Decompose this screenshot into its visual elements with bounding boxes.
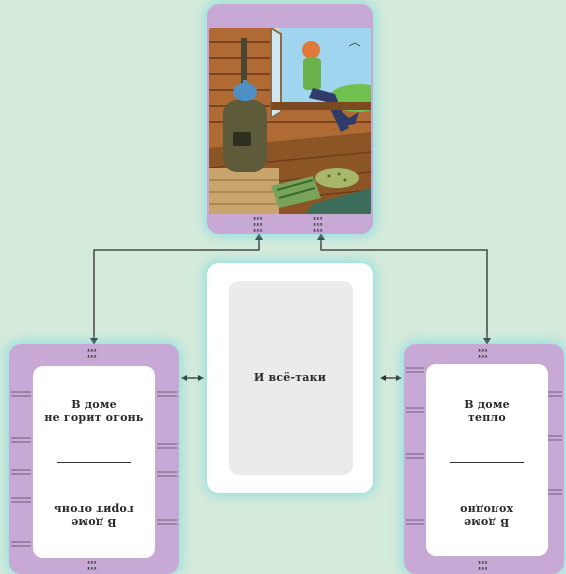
left-card-pattern [11,391,177,547]
card-glyph-top-right: ᴥᴥᴥ ᴥᴥᴥ ᴥᴥᴥ [313,215,323,234]
right-card-glyph-top: ᴥᴥᴥ ᴥᴥᴥ [478,347,488,360]
left-card[interactable]: ᴥᴥᴥ ᴥᴥᴥ ᴥᴥᴥ ᴥᴥᴥ В доме не горит огонь В … [9,344,179,574]
left-card-glyph-bottom: ᴥᴥᴥ ᴥᴥᴥ [87,559,97,572]
left-card-inner: В доме не горит огонь В доме горит огонь [33,366,155,558]
right-card-inner: В доме тепло В доме холодно [426,364,548,556]
right-card-top-text: В доме тепло [464,398,510,424]
connector-top-to-left [93,236,260,342]
card-glyph-top-left: ᴥᴥᴥ ᴥᴥᴥ ᴥᴥᴥ [253,215,263,234]
right-card-bottom-text: В доме холодно [460,503,514,529]
left-card-top-text: В доме не горит огонь [44,398,144,424]
center-card-text: И всё-таки [253,371,327,384]
right-card-glyph-bottom: ᴥᴥᴥ ᴥᴥᴥ [478,559,488,572]
right-card-divider [450,462,524,463]
left-card-bottom-text: В доме горит огонь [54,503,134,529]
right-card-pattern [406,367,562,525]
connector-top-to-right [320,236,488,342]
center-card[interactable]: И всё-таки [207,263,373,493]
right-card[interactable]: ᴥᴥᴥ ᴥᴥᴥ ᴥᴥᴥ ᴥᴥᴥ В доме тепло В доме холо… [404,344,564,574]
left-card-glyph-top: ᴥᴥᴥ ᴥᴥᴥ [87,347,97,360]
room-illustration [209,28,371,214]
center-card-inner [229,281,353,475]
top-illustration-card[interactable]: ᴥᴥᴥ ᴥᴥᴥ ᴥᴥᴥ ᴥᴥᴥ ᴥᴥᴥ ᴥᴥᴥ [207,4,373,234]
left-card-divider [57,462,131,463]
